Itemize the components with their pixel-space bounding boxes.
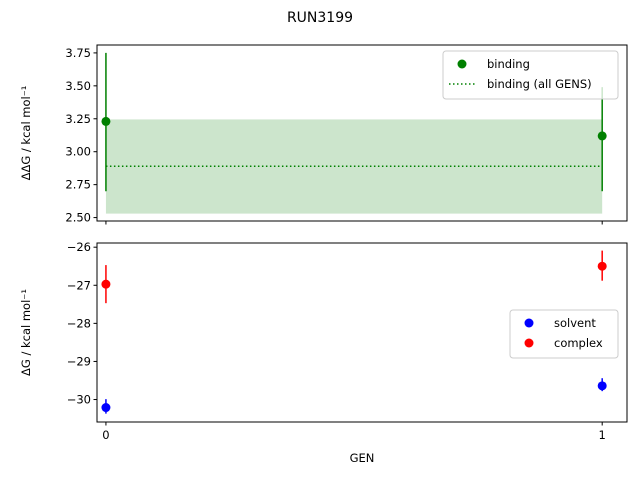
legend-label: binding (all GENS): [487, 77, 592, 91]
data-point-complex: [101, 279, 111, 289]
y-tick-label: 2.75: [65, 178, 91, 192]
data-point-complex: [597, 261, 607, 271]
data-point-binding: [101, 116, 111, 126]
legend-marker: [524, 318, 534, 328]
y-tick-label: −28: [67, 316, 91, 330]
x-axis-label: GEN: [350, 451, 375, 465]
y-axis-label: ΔG / kcal mol⁻¹: [19, 289, 33, 376]
y-tick-label: 3.25: [65, 112, 91, 126]
free-energy-panel: −30 −29 −28 −27 −26 0 1 ΔG / kcal mol⁻¹ GEN solve…: [19, 240, 628, 465]
y-tick-label: 3.75: [65, 46, 91, 60]
axes-frame: [96, 44, 628, 222]
y-tick-label: −30: [67, 393, 91, 407]
x-tick-label: 0: [102, 428, 109, 442]
legend-box: [442, 50, 619, 100]
y-tick-label: −27: [67, 278, 91, 292]
suptitle: RUN3199: [287, 10, 353, 26]
y-tick-label: −26: [67, 240, 91, 254]
y-tick-label: 2.50: [65, 211, 91, 225]
data-point-solvent: [101, 403, 111, 413]
legend: binding binding (all GENS): [442, 50, 619, 100]
axes-frame: [96, 242, 628, 423]
legend-label: solvent: [554, 316, 596, 330]
y-tick-label: 3.00: [65, 145, 91, 159]
legend-marker: [457, 59, 467, 69]
legend-label: complex: [554, 336, 603, 350]
y-tick-label: −29: [67, 354, 91, 368]
x-tick-label: 1: [599, 428, 606, 442]
y-tick-label: 3.50: [65, 79, 91, 93]
legend: solvent complex: [509, 309, 619, 359]
y-axis-label: ΔΔG / kcal mol⁻¹: [19, 86, 33, 181]
legend-box: [509, 309, 619, 359]
data-point-binding: [597, 131, 607, 141]
data-point-solvent: [597, 381, 607, 391]
legend-label: binding: [487, 57, 530, 71]
legend-marker: [524, 338, 534, 348]
